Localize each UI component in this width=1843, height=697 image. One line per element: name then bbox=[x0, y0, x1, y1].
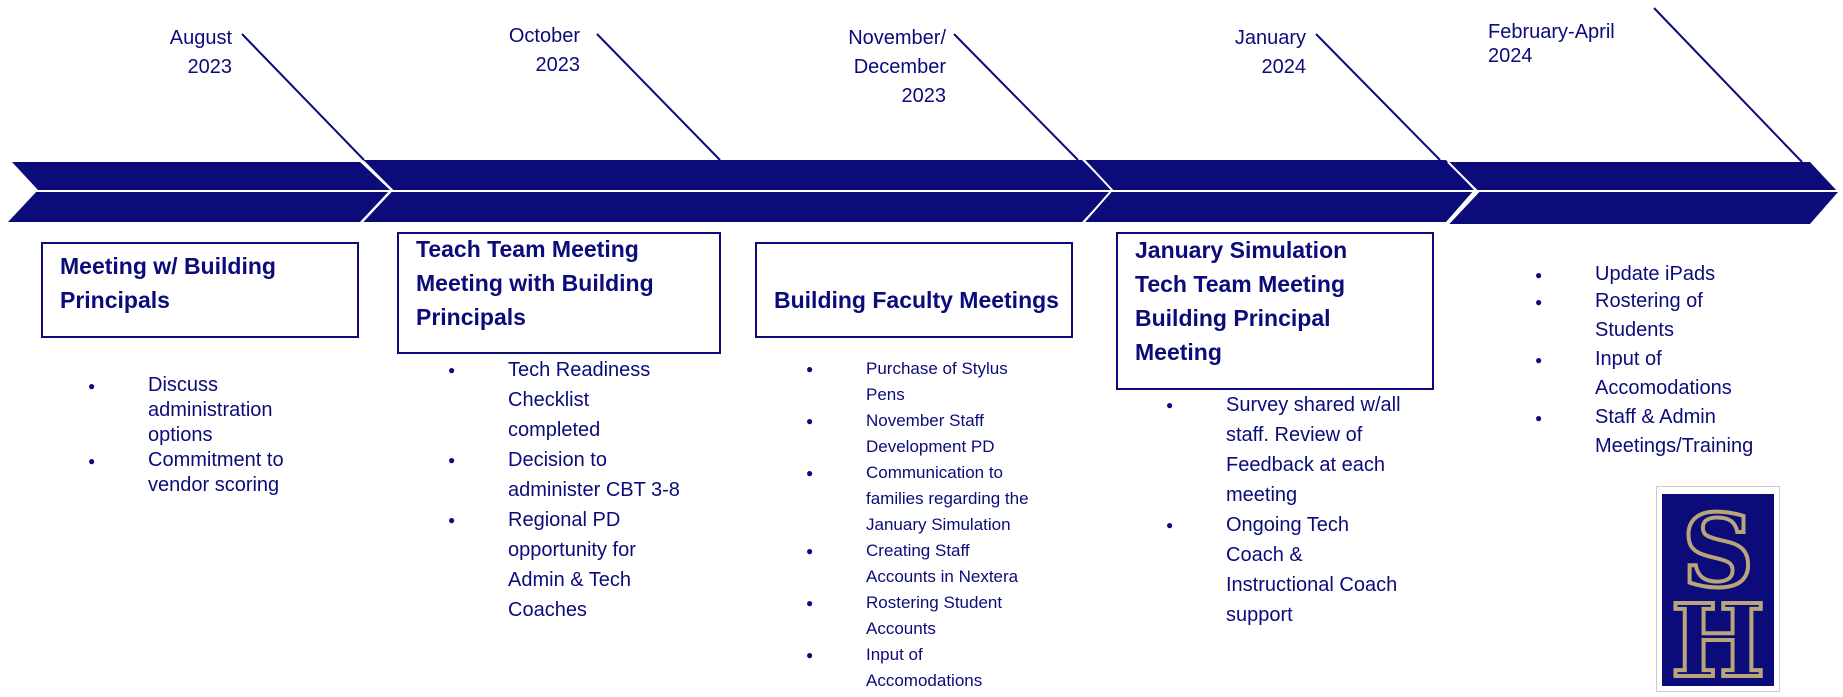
list-item: Input of Accomodations bbox=[806, 642, 1076, 694]
timeline-segment-4 bbox=[1448, 162, 1838, 224]
date-leader-lines bbox=[241, 7, 1803, 163]
phase-1-list: Discuss administration options Commitmen… bbox=[88, 373, 318, 498]
date-feb-april-2024: February-April 2024 bbox=[1488, 21, 1615, 67]
phase-3-title: Building Faculty Meetings bbox=[774, 287, 1059, 313]
svg-text:H: H bbox=[1671, 582, 1765, 692]
phase-2-title: Teach Team Meeting Meeting with Building… bbox=[416, 236, 654, 330]
list-item: Ongoing Tech Coach & Instructional Coach… bbox=[1166, 510, 1446, 630]
svg-text:S: S bbox=[1682, 492, 1754, 610]
list-item: Regional PD opportunity for Admin & Tech… bbox=[448, 505, 718, 625]
sh-logo-icon: S H bbox=[1655, 485, 1781, 697]
date-october-2023: October 2023 bbox=[508, 25, 580, 76]
phase-1-box bbox=[41, 242, 359, 338]
phase-4-list: Survey shared w/all staff. Review of Fee… bbox=[1166, 390, 1446, 630]
list-item: Purchase of Stylus Pens bbox=[806, 356, 1076, 408]
date-august-2023: August 2023 bbox=[169, 27, 232, 78]
list-item: Update iPads bbox=[1535, 262, 1775, 288]
phase-2-list: Tech Readiness Checklist completed Decis… bbox=[448, 355, 718, 625]
school-logo: S H bbox=[1655, 485, 1781, 697]
list-item: Creating Staff Accounts in Nextera bbox=[806, 538, 1076, 590]
date-january-2024: January 2024 bbox=[1234, 27, 1306, 78]
list-item: Rostering of Students bbox=[1535, 287, 1775, 345]
phase-3-list: Purchase of Stylus Pens November Staff D… bbox=[806, 356, 1076, 694]
date-nov-dec-2023: November/ December 2023 bbox=[848, 27, 946, 107]
phase-3-box bbox=[755, 242, 1073, 338]
list-item: Survey shared w/all staff. Review of Fee… bbox=[1166, 390, 1446, 510]
phase-1-title: Meeting w/ Building Principals bbox=[60, 253, 276, 313]
list-item: Decision to administer CBT 3-8 bbox=[448, 445, 718, 505]
phase-4-box bbox=[1116, 232, 1434, 390]
phase-5-list: Update iPads Rostering of Students Input… bbox=[1535, 262, 1775, 461]
list-item: Discuss administration options bbox=[88, 373, 318, 448]
list-item: Input of Accomodations bbox=[1535, 345, 1775, 403]
phase-4-title: January Simulation Tech Team Meeting Bui… bbox=[1135, 237, 1348, 365]
list-item: November Staff Development PD bbox=[806, 408, 1076, 460]
list-item: Staff & Admin Meetings/Training bbox=[1535, 403, 1775, 461]
phase-2-box bbox=[397, 232, 721, 354]
list-item: Communication to families regarding the … bbox=[806, 460, 1076, 538]
list-item: Rostering Student Accounts bbox=[806, 590, 1076, 642]
list-item: Commitment to vendor scoring bbox=[88, 448, 318, 498]
list-item: Tech Readiness Checklist completed bbox=[448, 355, 718, 445]
